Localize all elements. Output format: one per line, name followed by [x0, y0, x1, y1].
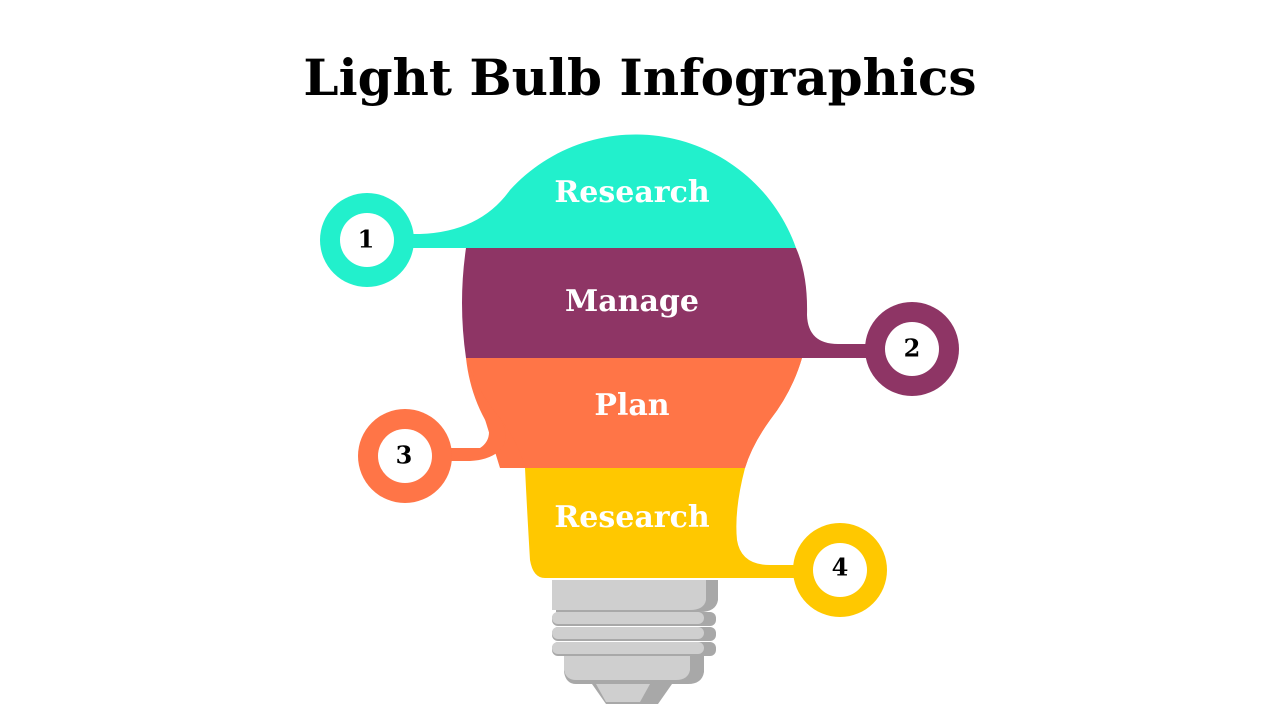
base-cap — [552, 580, 706, 610]
segment-1-label: Research — [554, 175, 710, 210]
base-neck — [564, 656, 690, 680]
segment-3-label: Plan — [594, 388, 669, 423]
base-thread-2 — [552, 627, 704, 639]
segment-4-label: Research — [554, 500, 710, 535]
badge-1-number: 1 — [358, 225, 375, 254]
badge-4-number: 4 — [832, 553, 849, 582]
badge-3-number: 3 — [396, 441, 413, 470]
segment-2-label: Manage — [565, 284, 699, 319]
base-thread-3 — [552, 642, 704, 654]
bulb-base — [552, 580, 718, 704]
badge-2-number: 2 — [904, 334, 921, 363]
base-thread-1 — [552, 612, 704, 624]
